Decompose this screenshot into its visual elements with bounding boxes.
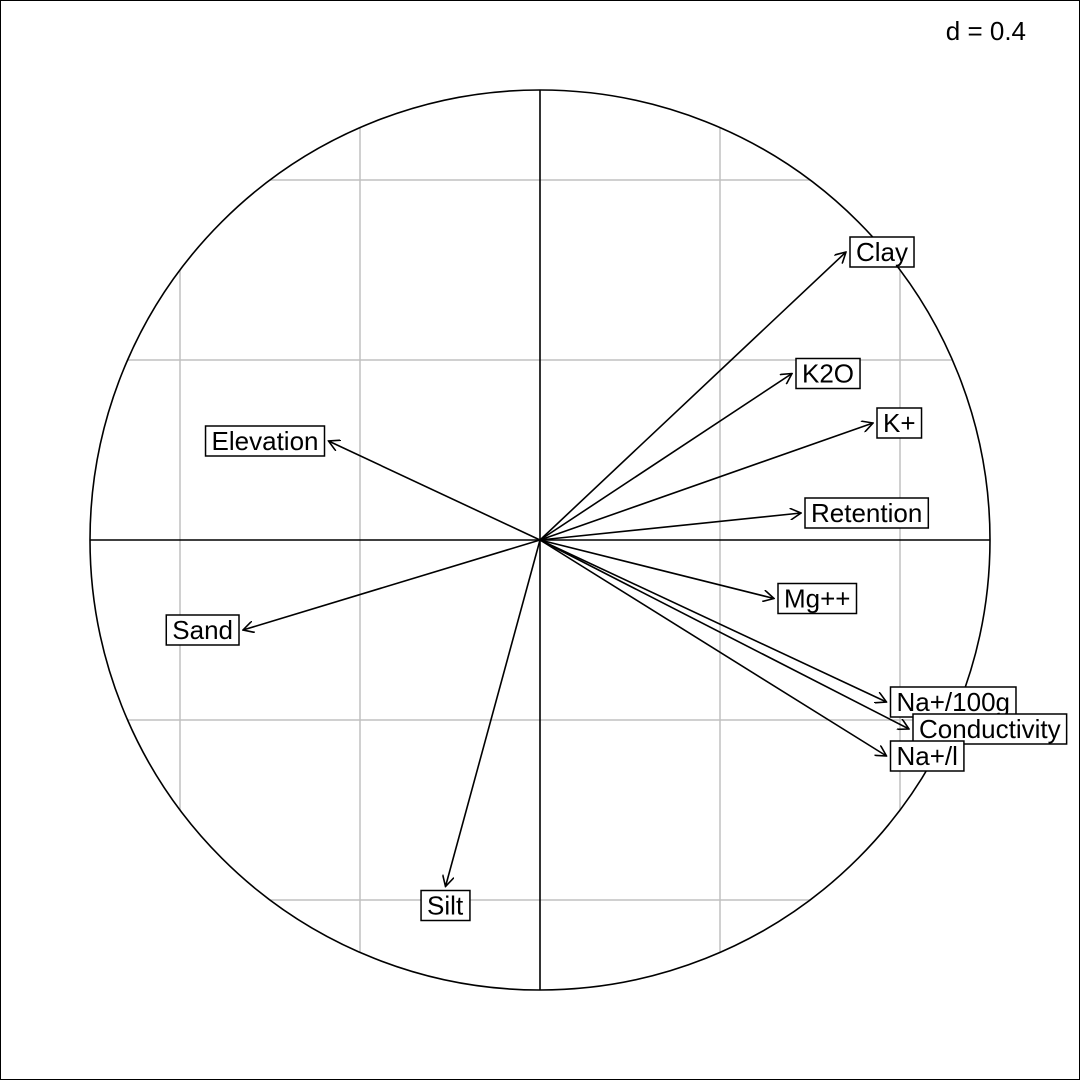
label-retention: Retention [804,497,930,529]
label-box [889,740,965,772]
label-text: Retention [811,498,922,528]
label-conductivity: Conductivity [912,713,1068,745]
label-text: K2O [802,359,854,389]
variable-arrows [243,252,909,887]
label-text: Conductivity [919,714,1061,744]
arrow-na-100g [539,539,887,702]
label-text: Na+/l [897,741,958,771]
label-box [420,889,471,922]
label-text: Mg++ [784,584,851,614]
label-text: Sand [172,615,233,645]
arrow-elevation [329,441,541,541]
arrow-k2o [539,374,792,541]
label-k: K+ [876,407,923,439]
label-box [795,357,861,390]
label-elevation: Elevation [204,425,326,457]
label-mg: Mg++ [777,582,858,615]
label-na-l: Na+/l [889,740,965,772]
label-text: Clay [856,237,908,267]
label-box [849,236,915,268]
arrow-retention [539,513,801,541]
arrow-conductivity [539,539,909,729]
arrow-mg [539,539,774,599]
label-box [804,497,930,529]
arrow-clay [539,252,846,541]
label-silt: Silt [420,889,471,922]
label-box [204,425,326,457]
arrow-na-l [539,539,887,756]
arrow-sand [243,539,541,630]
label-text: Silt [427,891,464,921]
label-box [777,582,858,615]
arrow-silt [446,539,541,887]
label-text: Na+/100g [897,687,1010,717]
label-text: Elevation [212,426,319,456]
label-box [876,407,923,439]
label-text: K+ [883,408,916,438]
label-na-100g: Na+/100g [889,686,1017,718]
label-sand: Sand [165,614,240,646]
label-k2o: K2O [795,357,861,390]
label-box [165,614,240,646]
label-clay: Clay [849,236,915,268]
label-box [912,713,1068,745]
arrow-k [539,423,873,541]
grid-scale-label: d = 0.4 [945,16,1026,46]
